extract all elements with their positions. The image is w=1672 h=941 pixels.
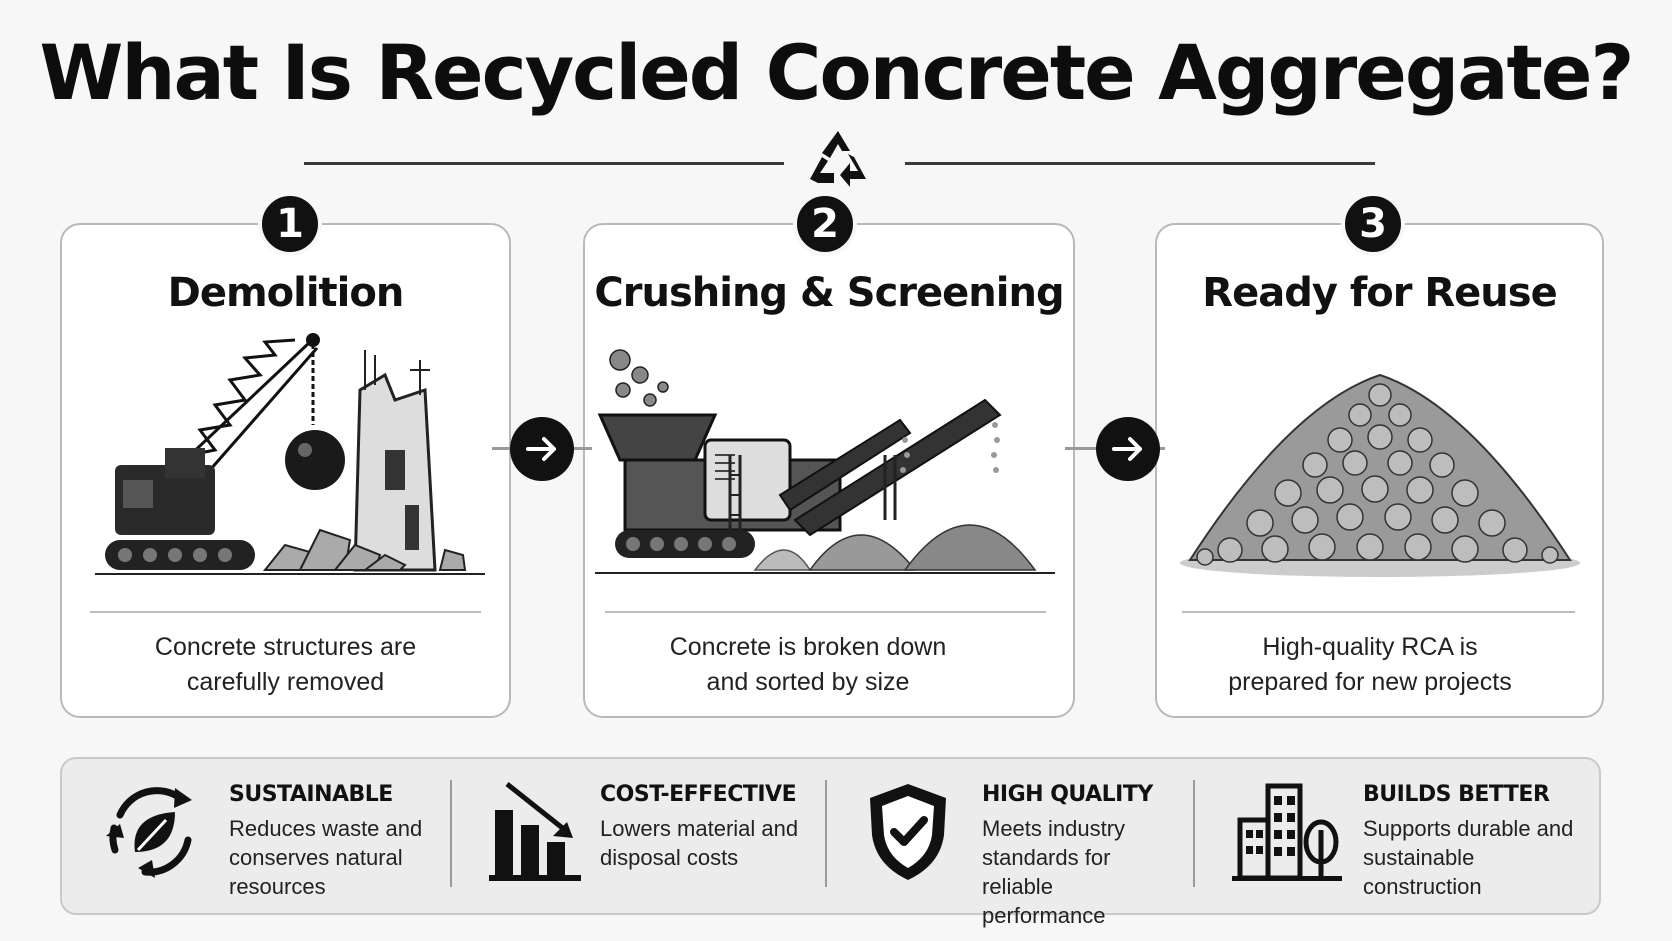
buildings-tree-icon [1232, 783, 1342, 881]
title-rule-right [905, 162, 1375, 165]
benefit-text-sustainable: Reduces waste and conserves natural reso… [229, 814, 429, 901]
step-title-crushing: Crushing & Screening [594, 270, 1064, 316]
declining-bar-chart-icon [489, 782, 581, 881]
benefit-text-high-quality: Meets industry standards for reliable pe… [982, 814, 1182, 930]
aggregate-pile-illustration [1180, 373, 1580, 577]
benefit-text-line: standards for [982, 845, 1111, 870]
step-description-line: carefully removed [186, 668, 385, 696]
step-description-line: and sorted by size [706, 668, 910, 696]
step-divider-2 [605, 611, 1046, 613]
benefit-text-line: Lowers material and [600, 816, 799, 841]
benefit-text-builds-better: Supports durable and sustainable constru… [1363, 814, 1593, 901]
step-divider-3 [1182, 611, 1575, 613]
benefit-separator [450, 780, 452, 887]
benefit-text-cost-effective: Lowers material and disposal costs [600, 814, 800, 872]
benefit-text-line: Supports durable and [1363, 816, 1574, 841]
benefit-text-line: disposal costs [600, 845, 739, 870]
step-description-line: Concrete is broken down [669, 633, 947, 661]
arrow-right-icon [1096, 417, 1160, 481]
demolition-illustration [95, 333, 485, 575]
step-number-2: 2 [793, 192, 857, 256]
arrow-right-icon [510, 417, 574, 481]
benefit-text-line: sustainable construction [1363, 845, 1482, 899]
step-description-line: Concrete structures are [154, 633, 417, 661]
step-description-line: prepared for new projects [1228, 668, 1512, 696]
benefit-text-line: Meets industry [982, 816, 1126, 841]
step-description-crushing: Concrete is broken down and sorted by si… [583, 630, 1033, 700]
benefit-text-line: resources [229, 874, 326, 899]
step-divider-1 [90, 611, 481, 613]
benefit-text-line: conserves natural [229, 845, 403, 870]
step-description-reuse: High-quality RCA is prepared for new pro… [1155, 630, 1585, 700]
benefit-title-high-quality: HIGH QUALITY [982, 782, 1153, 807]
benefit-title-sustainable: SUSTAINABLE [229, 782, 393, 807]
benefit-title-cost-effective: COST-EFFECTIVE [600, 782, 797, 807]
step-number-1: 1 [258, 192, 322, 256]
recycle-icon [810, 131, 866, 187]
benefit-text-line: Reduces waste and [229, 816, 423, 841]
benefit-separator [1193, 780, 1195, 887]
recycle-leaf-icon [106, 787, 192, 878]
step-title-demolition: Demolition [167, 270, 405, 316]
shield-check-icon [870, 784, 946, 880]
page-title: What Is Recycled Concrete Aggregate? [39, 28, 1635, 117]
benefit-title-builds-better: BUILDS BETTER [1363, 782, 1550, 807]
step-title-reuse: Ready for Reuse [1202, 270, 1557, 316]
title-rule-left [304, 162, 784, 165]
step-number-3: 3 [1341, 192, 1405, 256]
benefit-separator [825, 780, 827, 887]
benefits-panel [60, 757, 1601, 915]
crushing-illustration [595, 349, 1055, 574]
step-description-demolition: Concrete structures are carefully remove… [60, 630, 511, 700]
benefit-text-line: reliable performance [982, 874, 1106, 928]
step-description-line: High-quality RCA is [1262, 633, 1478, 661]
